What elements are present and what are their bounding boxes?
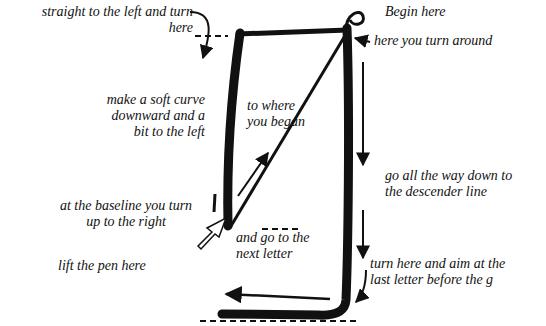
descender-dash — [200, 320, 356, 322]
instruction-note: lift the pen here — [58, 258, 208, 274]
bowl-curve — [228, 33, 240, 226]
bowl-diagonal — [231, 34, 346, 226]
hollow-arrow — [198, 218, 226, 249]
top-stroke — [238, 30, 348, 34]
direction-arrow — [362, 210, 364, 258]
instruction-note: straight to the left and turn here — [38, 4, 193, 36]
direction-arrow — [238, 153, 268, 196]
instruction-note: go all the way down to the descender lin… — [385, 168, 525, 200]
direction-arrow — [356, 270, 366, 302]
instruction-note: make a soft curve downward and a bit to … — [101, 92, 205, 140]
direction-arrow — [226, 294, 330, 299]
tick-mark — [214, 194, 215, 212]
instruction-note: and go to the next letter — [236, 230, 324, 262]
instruction-note: to where you began — [247, 98, 307, 130]
instruction-note: turn here and aim at the last letter bef… — [370, 256, 520, 288]
baseline-dash — [262, 228, 302, 230]
direction-arrow — [355, 38, 370, 42]
guide-dash — [195, 35, 228, 37]
instruction-note: here you turn around — [374, 33, 544, 49]
instruction-note: at the baseline you turn up to the right — [55, 198, 197, 230]
direction-arrow — [362, 62, 364, 165]
descender-stroke — [222, 28, 349, 315]
instruction-note: Begin here — [385, 4, 505, 20]
